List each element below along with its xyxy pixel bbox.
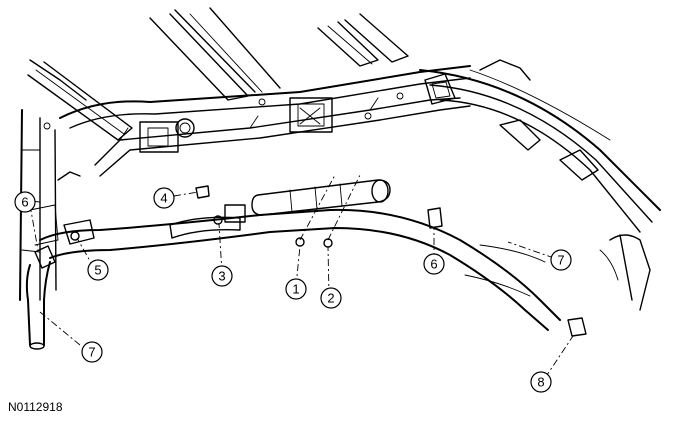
callout-5: 5 xyxy=(87,259,109,281)
callout-2: 2 xyxy=(320,287,342,309)
figure-id-label: N0112918 xyxy=(8,400,63,414)
fasteners xyxy=(29,185,587,337)
header-brackets xyxy=(43,73,456,153)
inflator-module xyxy=(169,179,391,239)
callout-4: 4 xyxy=(153,187,175,209)
callout-label: 6 xyxy=(430,257,437,272)
left-bracket xyxy=(139,121,179,153)
callout-6-left: 6 xyxy=(14,191,36,213)
right-bracket xyxy=(424,73,456,105)
callout-7-right: 7 xyxy=(550,249,572,271)
callout-label: 1 xyxy=(292,282,299,297)
callout-label: 7 xyxy=(88,345,95,360)
center-bracket xyxy=(289,97,333,133)
callout-label: 2 xyxy=(327,291,334,306)
callout-8: 8 xyxy=(530,371,552,393)
callout-label: 5 xyxy=(94,263,101,278)
callout-3: 3 xyxy=(211,265,233,287)
callout-7-left: 7 xyxy=(81,341,103,363)
callout-6-right: 6 xyxy=(423,253,445,275)
callout-label: 3 xyxy=(218,269,225,284)
callout-label: 6 xyxy=(21,195,28,210)
callout-1: 1 xyxy=(285,278,307,300)
curtain-airbag-tube xyxy=(25,208,561,350)
callout-label: 7 xyxy=(557,253,564,268)
callout-label: 4 xyxy=(160,191,167,206)
callout-label: 8 xyxy=(537,375,544,390)
leader-lines xyxy=(29,174,574,379)
grommet-left xyxy=(175,118,195,138)
